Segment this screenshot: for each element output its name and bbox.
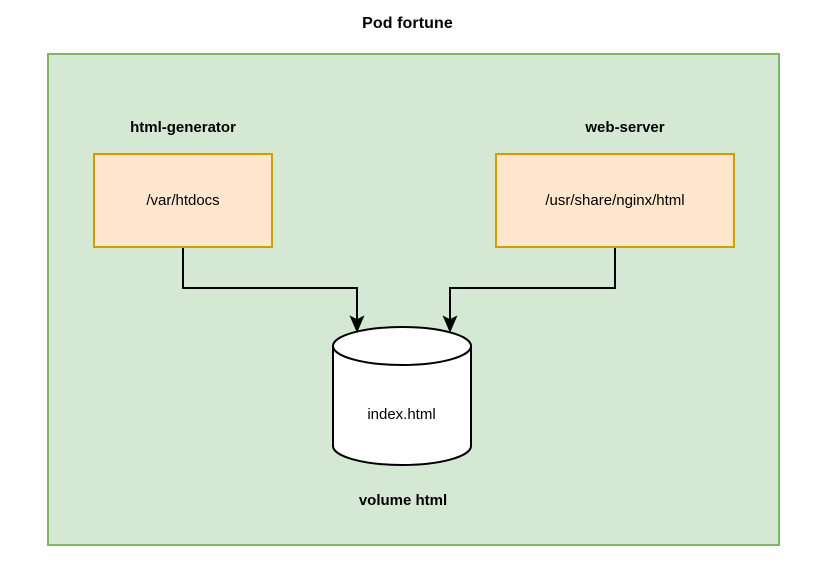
page-title: Pod fortune	[362, 15, 453, 32]
edge-line	[449, 248, 616, 320]
container-box-html-generator[interactable]: /var/htdocs	[93, 153, 273, 248]
container-box-web-server[interactable]: /usr/share/nginx/html	[495, 153, 735, 248]
edge-web-server-to-volume	[442, 248, 616, 333]
arrow-down-icon	[442, 315, 458, 333]
mount-path-web-server: /usr/share/nginx/html	[545, 192, 685, 209]
container-label-html-generator: html-generator	[130, 119, 236, 136]
mount-path-html-generator: /var/htdocs	[146, 192, 220, 209]
volume-cylinder-shape	[332, 326, 472, 466]
volume-content-label: index.html	[367, 406, 436, 423]
cylinder-top	[332, 326, 472, 366]
volume-name-label: volume html	[358, 492, 448, 509]
edge-line	[182, 248, 358, 320]
arrow-down-icon	[349, 315, 365, 333]
container-label-web-server: web-server	[585, 119, 665, 136]
cylinder-body	[332, 345, 472, 466]
edge-html-generator-to-volume	[182, 248, 365, 333]
